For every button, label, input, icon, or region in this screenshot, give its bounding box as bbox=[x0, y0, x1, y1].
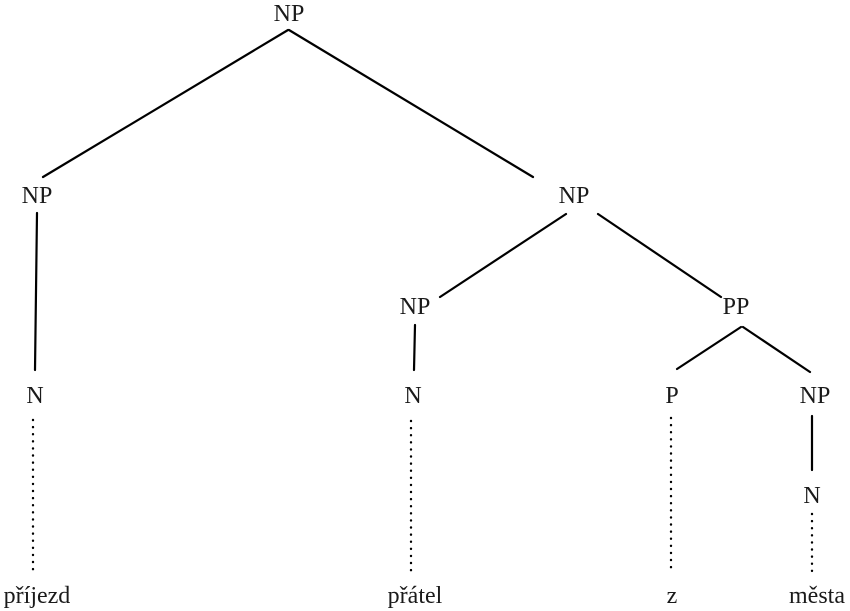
node-n-1: N bbox=[26, 383, 43, 409]
edge-np-right-to-np-mid bbox=[438, 212, 568, 299]
tree-edges bbox=[31, 28, 814, 574]
edge-np-left-to-n1 bbox=[33, 211, 39, 372]
node-np-root: NP bbox=[274, 1, 305, 27]
node-np-mid: NP bbox=[400, 294, 431, 320]
node-np-right: NP bbox=[559, 183, 590, 209]
edge-np-mid-to-n2 bbox=[412, 323, 417, 372]
edge-np-right-to-pp bbox=[596, 212, 723, 299]
word-z: z bbox=[667, 583, 678, 609]
word-mesta: města bbox=[789, 583, 845, 609]
edge-np-root-to-np-left bbox=[41, 28, 290, 179]
node-n-3: N bbox=[803, 483, 820, 509]
word-pratel: přátel bbox=[388, 583, 443, 609]
node-pp: PP bbox=[723, 294, 750, 320]
edge-pp-to-p bbox=[675, 325, 743, 371]
tree-labels: NP NP NP N NP PP N P NP N příjezd přátel… bbox=[4, 1, 846, 609]
node-p: P bbox=[665, 383, 678, 409]
edge-np-root-to-np-right bbox=[287, 28, 535, 179]
edge-pp-to-np-last bbox=[741, 325, 812, 374]
node-np-last: NP bbox=[800, 383, 831, 409]
node-np-left: NP bbox=[22, 183, 53, 209]
node-n-2: N bbox=[404, 383, 421, 409]
word-prijezd: příjezd bbox=[4, 583, 71, 609]
